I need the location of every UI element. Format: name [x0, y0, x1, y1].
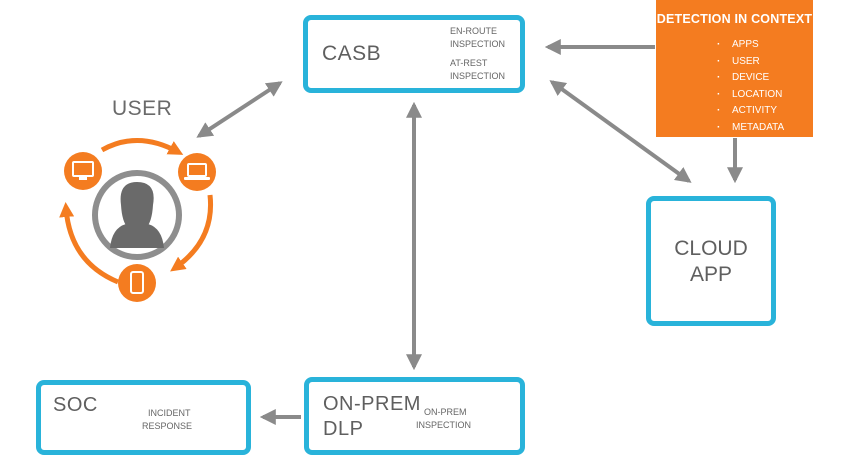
arrow-casb-cloud — [549, 80, 692, 183]
casb-line3: AT-REST — [450, 58, 488, 68]
list-item: LOCATION — [717, 87, 784, 104]
dlp-title-line1: ON-PREM — [323, 393, 421, 415]
casb-line4: INSPECTION — [450, 71, 506, 81]
soc-small-line1: INCIDENT — [148, 408, 191, 418]
list-item: USER — [717, 54, 784, 71]
mobile-icon — [118, 264, 156, 302]
casb-box: CASB EN-ROUTE INSPECTION AT-REST INSPECT… — [303, 15, 525, 93]
person-icon — [110, 182, 164, 248]
arrow-user-casb — [196, 81, 283, 138]
list-item: APPS — [717, 37, 784, 54]
detection-list: APPS USER DEVICE LOCATION ACTIVITY METAD… — [717, 37, 784, 137]
casb-line1: EN-ROUTE — [450, 26, 497, 36]
list-item: METADATA — [717, 120, 784, 137]
cloud-app-box: CLOUD APP — [646, 196, 776, 326]
desktop-icon — [64, 152, 102, 190]
detection-title: DETECTION IN CONTEXT — [656, 12, 813, 26]
soc-title: SOC — [53, 394, 98, 416]
dlp-title-line2: DLP — [323, 418, 364, 440]
laptop-icon — [178, 153, 216, 191]
soc-box: SOC INCIDENT RESPONSE — [36, 380, 251, 455]
casb-line2: INSPECTION — [450, 39, 506, 49]
list-item: ACTIVITY — [717, 103, 784, 120]
user-cycle — [59, 138, 214, 285]
cloud-app-line1: CLOUD — [674, 237, 748, 260]
cloud-app-line2: APP — [689, 263, 733, 286]
dlp-small-line2: INSPECTION — [416, 420, 472, 430]
list-item: DEVICE — [717, 70, 784, 87]
user-label: USER — [112, 97, 173, 120]
on-prem-dlp-box: ON-PREM DLP ON-PREM INSPECTION — [304, 377, 525, 455]
casb-title: CASB — [322, 42, 382, 65]
detection-panel: DETECTION IN CONTEXT APPS USER DEVICE LO… — [656, 0, 813, 137]
dlp-small-line1: ON-PREM — [424, 407, 467, 417]
soc-small-line2: RESPONSE — [142, 421, 193, 431]
